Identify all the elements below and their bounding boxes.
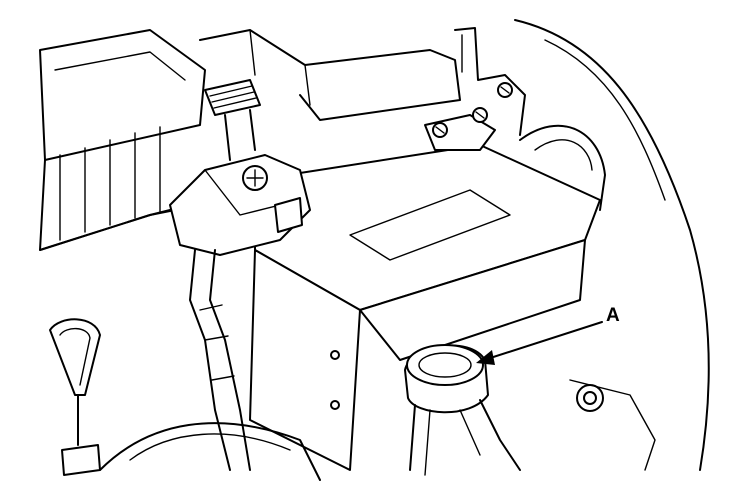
battery <box>249 144 601 471</box>
callout-leader <box>476 321 603 365</box>
battery-terminal <box>424 82 513 151</box>
fender-outline <box>514 19 710 471</box>
rear-bracket <box>199 27 526 136</box>
callout-label-a: A <box>606 305 620 326</box>
inner-panel <box>519 124 606 211</box>
fuse-box <box>204 79 261 161</box>
battery-label <box>349 189 511 261</box>
fender-inner-line <box>544 39 666 201</box>
mounting-bolt <box>569 379 656 471</box>
battery-side <box>359 239 586 361</box>
cable-harness <box>189 249 251 471</box>
dipstick <box>49 318 101 476</box>
terminal-cover <box>169 154 311 256</box>
reservoir-body <box>409 399 521 476</box>
reservoir-cap <box>404 344 489 414</box>
battery-front <box>249 249 361 471</box>
intake-hose <box>99 422 321 481</box>
